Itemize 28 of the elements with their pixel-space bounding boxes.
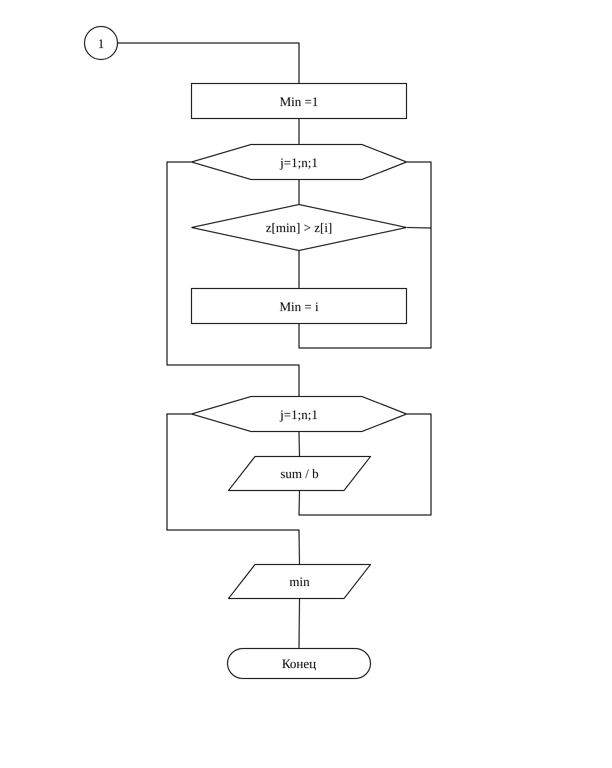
node-label: min [289, 575, 310, 588]
io-parallelogram [228, 564, 371, 599]
flow-line [298, 432, 300, 456]
flow-line [298, 118, 300, 144]
flow-line [118, 42, 300, 84]
loop-hexagon [191, 396, 407, 432]
node-label: j=1;n;1 [280, 408, 318, 420]
process-box [191, 288, 407, 324]
flow-line [298, 180, 300, 204]
loop-hexagon [191, 144, 407, 180]
io-parallelogram [228, 456, 371, 491]
flow-line [298, 598, 300, 648]
node-label: j=1;n;1 [280, 156, 318, 168]
node-label: Min =1 [280, 94, 318, 108]
connector-circle [84, 26, 118, 60]
flow-line [406, 162, 432, 229]
terminator [227, 648, 371, 679]
flow-line [298, 250, 300, 288]
node-label: Конец [282, 657, 316, 670]
process-box [191, 83, 407, 119]
node-label: sum / b [280, 467, 319, 480]
node-label: z[min] > z[i] [266, 221, 332, 234]
flow-line [166, 162, 300, 396]
node-label: 1 [98, 36, 104, 50]
flow-line [298, 414, 432, 516]
node-label: Min = i [279, 300, 319, 312]
flow-line [166, 414, 300, 564]
decision-diamond [191, 204, 407, 251]
